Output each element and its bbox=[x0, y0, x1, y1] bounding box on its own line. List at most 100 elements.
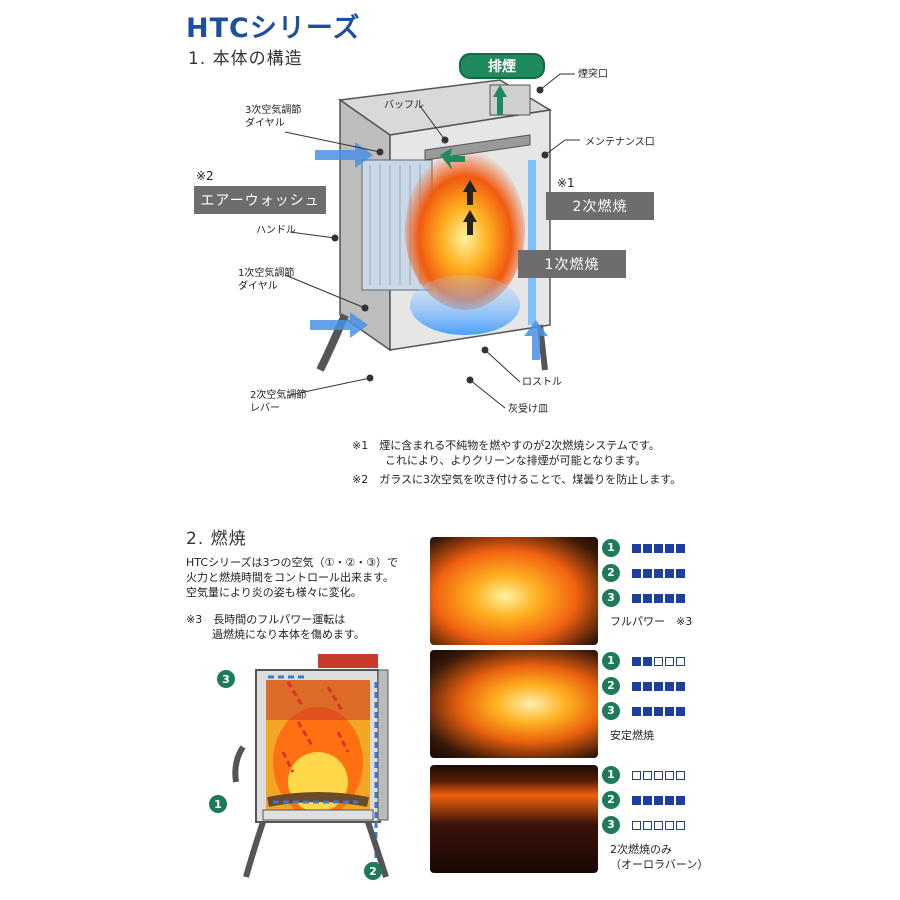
level-square-filled bbox=[654, 544, 663, 553]
warn-line1: 長時間のフルパワー運転は bbox=[213, 613, 346, 626]
level-square-empty bbox=[676, 771, 685, 780]
combustion-intro: HTCシリーズは3つの空気（①・②・③）で 火力と燃焼時間をコントロール出来ます… bbox=[186, 555, 398, 600]
mode-stable-levels: 1 2 3 bbox=[602, 651, 687, 720]
air-arrow-primary bbox=[310, 312, 368, 338]
level-row: 3 bbox=[602, 588, 687, 607]
level-square-filled bbox=[632, 657, 641, 666]
level-square-filled bbox=[654, 569, 663, 578]
level-squares bbox=[632, 588, 687, 607]
intro-line3: 空気量により炎の姿も様々に変化。 bbox=[186, 586, 362, 599]
air-1-badge: 1 bbox=[602, 765, 620, 784]
label-flue: 煙突口 bbox=[578, 69, 608, 80]
label-primary-dial: 1次空気調節 ダイヤル bbox=[238, 267, 294, 293]
full-power-fire-photo bbox=[430, 537, 598, 645]
exhaust-label: 排煙 bbox=[459, 53, 545, 79]
level-row: 2 bbox=[602, 790, 687, 809]
air-2-badge: 2 bbox=[602, 790, 620, 809]
level-square-filled bbox=[665, 594, 674, 603]
air-3-badge: 3 bbox=[602, 701, 620, 720]
note-1-line1: 煙に含まれる不純物を燃やすのが2次燃焼システムです。 bbox=[379, 439, 660, 452]
note-2: ※2 ガラスに3次空気を吹き付けることで、煤曇りを防止します。 bbox=[352, 472, 681, 487]
level-square-empty bbox=[676, 821, 685, 830]
note-1-mark: ※1 bbox=[352, 439, 369, 452]
warn-line2: 過燃焼になり本体を傷めます。 bbox=[212, 628, 365, 641]
level-square-filled bbox=[654, 796, 663, 805]
mode-stable-caption: 安定燃焼 bbox=[610, 729, 654, 742]
page-title: HTCシリーズ bbox=[186, 13, 361, 44]
secondary-only-fire-photo bbox=[430, 765, 598, 873]
label-tertiary-dial: 3次空気調節 ダイヤル bbox=[245, 104, 301, 130]
level-square-filled bbox=[654, 682, 663, 691]
level-square-filled bbox=[643, 796, 652, 805]
air-3-badge: 3 bbox=[602, 815, 620, 834]
level-square-empty bbox=[665, 771, 674, 780]
air-number-1-badge: 1 bbox=[209, 795, 227, 813]
note-2-line1: ガラスに3次空気を吹き付けることで、煤曇りを防止します。 bbox=[379, 473, 682, 486]
level-square-filled bbox=[665, 707, 674, 716]
secondary-combustion-box: 2次燃焼 bbox=[546, 192, 654, 220]
level-square-empty bbox=[654, 657, 663, 666]
level-square-filled bbox=[643, 544, 652, 553]
mark-1: ※1 bbox=[557, 176, 575, 190]
label-maintenance: メンテナンス口 bbox=[585, 137, 655, 148]
label-tertiary-dial-line2: ダイヤル bbox=[245, 118, 285, 129]
intro-line1: HTCシリーズは3つの空気（①・②・③）で bbox=[186, 556, 399, 569]
level-square-filled bbox=[643, 569, 652, 578]
level-square-empty bbox=[632, 771, 641, 780]
mode-secondary-only-caption: 2次燃焼のみ （オーロラバーン） bbox=[610, 842, 708, 872]
level-square-filled bbox=[632, 594, 641, 603]
level-squares bbox=[632, 815, 687, 834]
level-squares bbox=[632, 563, 687, 582]
note-1-line2: これにより、よりクリーンな排煙が可能となります。 bbox=[385, 454, 647, 467]
level-squares bbox=[632, 701, 687, 720]
label-secondary-lever-line1: 2次空気調節 bbox=[250, 390, 307, 401]
label-secondary-lever: 2次空気調節 レバー bbox=[250, 389, 306, 415]
level-square-empty bbox=[654, 771, 663, 780]
stove-cutaway-illustration bbox=[232, 654, 389, 878]
section-structure-heading: 1. 本体の構造 bbox=[188, 49, 303, 69]
air-3-badge: 3 bbox=[602, 588, 620, 607]
section-combustion-heading: 2. 燃焼 bbox=[186, 529, 247, 549]
level-square-filled bbox=[665, 544, 674, 553]
level-row: 1 bbox=[602, 765, 687, 784]
air-wash-box: エアーウォッシュ bbox=[194, 186, 326, 214]
level-row: 3 bbox=[602, 815, 687, 834]
level-squares bbox=[632, 651, 687, 670]
level-square-empty bbox=[676, 657, 685, 666]
stove-structure-illustration bbox=[316, 79, 553, 372]
mode-full-power-caption: フルパワー ※3 bbox=[610, 615, 693, 628]
mark-2: ※2 bbox=[196, 169, 214, 183]
level-square-filled bbox=[632, 707, 641, 716]
overfire-warning: ※3 長時間のフルパワー運転は 過燃焼になり本体を傷めます。 bbox=[186, 612, 365, 642]
air-2-badge: 2 bbox=[602, 676, 620, 695]
label-grate: ロストル bbox=[522, 377, 562, 388]
level-square-empty bbox=[632, 821, 641, 830]
level-row: 2 bbox=[602, 563, 687, 582]
label-handle: ハンドル bbox=[256, 225, 296, 236]
level-square-filled bbox=[632, 569, 641, 578]
level-square-filled bbox=[676, 544, 685, 553]
level-square-empty bbox=[643, 771, 652, 780]
note-1: ※1 煙に含まれる不純物を燃やすのが2次燃焼システムです。 bbox=[352, 438, 660, 453]
air-1-badge: 1 bbox=[602, 651, 620, 670]
primary-combustion-box: 1次燃焼 bbox=[518, 250, 626, 278]
air-number-2-badge: 2 bbox=[364, 862, 382, 880]
level-square-filled bbox=[665, 569, 674, 578]
label-baffle: バッフル bbox=[384, 100, 424, 111]
air-arrow-secondary bbox=[524, 320, 548, 360]
level-square-filled bbox=[676, 707, 685, 716]
level-square-filled bbox=[643, 657, 652, 666]
level-row: 1 bbox=[602, 538, 687, 557]
level-squares bbox=[632, 676, 687, 695]
level-squares bbox=[632, 538, 687, 557]
stable-fire-photo bbox=[430, 650, 598, 758]
air-arrow-tertiary bbox=[315, 142, 373, 168]
level-square-filled bbox=[643, 682, 652, 691]
label-tertiary-dial-line1: 3次空気調節 bbox=[245, 105, 302, 116]
label-primary-dial-line2: ダイヤル bbox=[238, 281, 278, 292]
level-row: 2 bbox=[602, 676, 687, 695]
level-squares bbox=[632, 765, 687, 784]
level-square-filled bbox=[632, 682, 641, 691]
level-square-empty bbox=[665, 821, 674, 830]
level-square-empty bbox=[665, 657, 674, 666]
